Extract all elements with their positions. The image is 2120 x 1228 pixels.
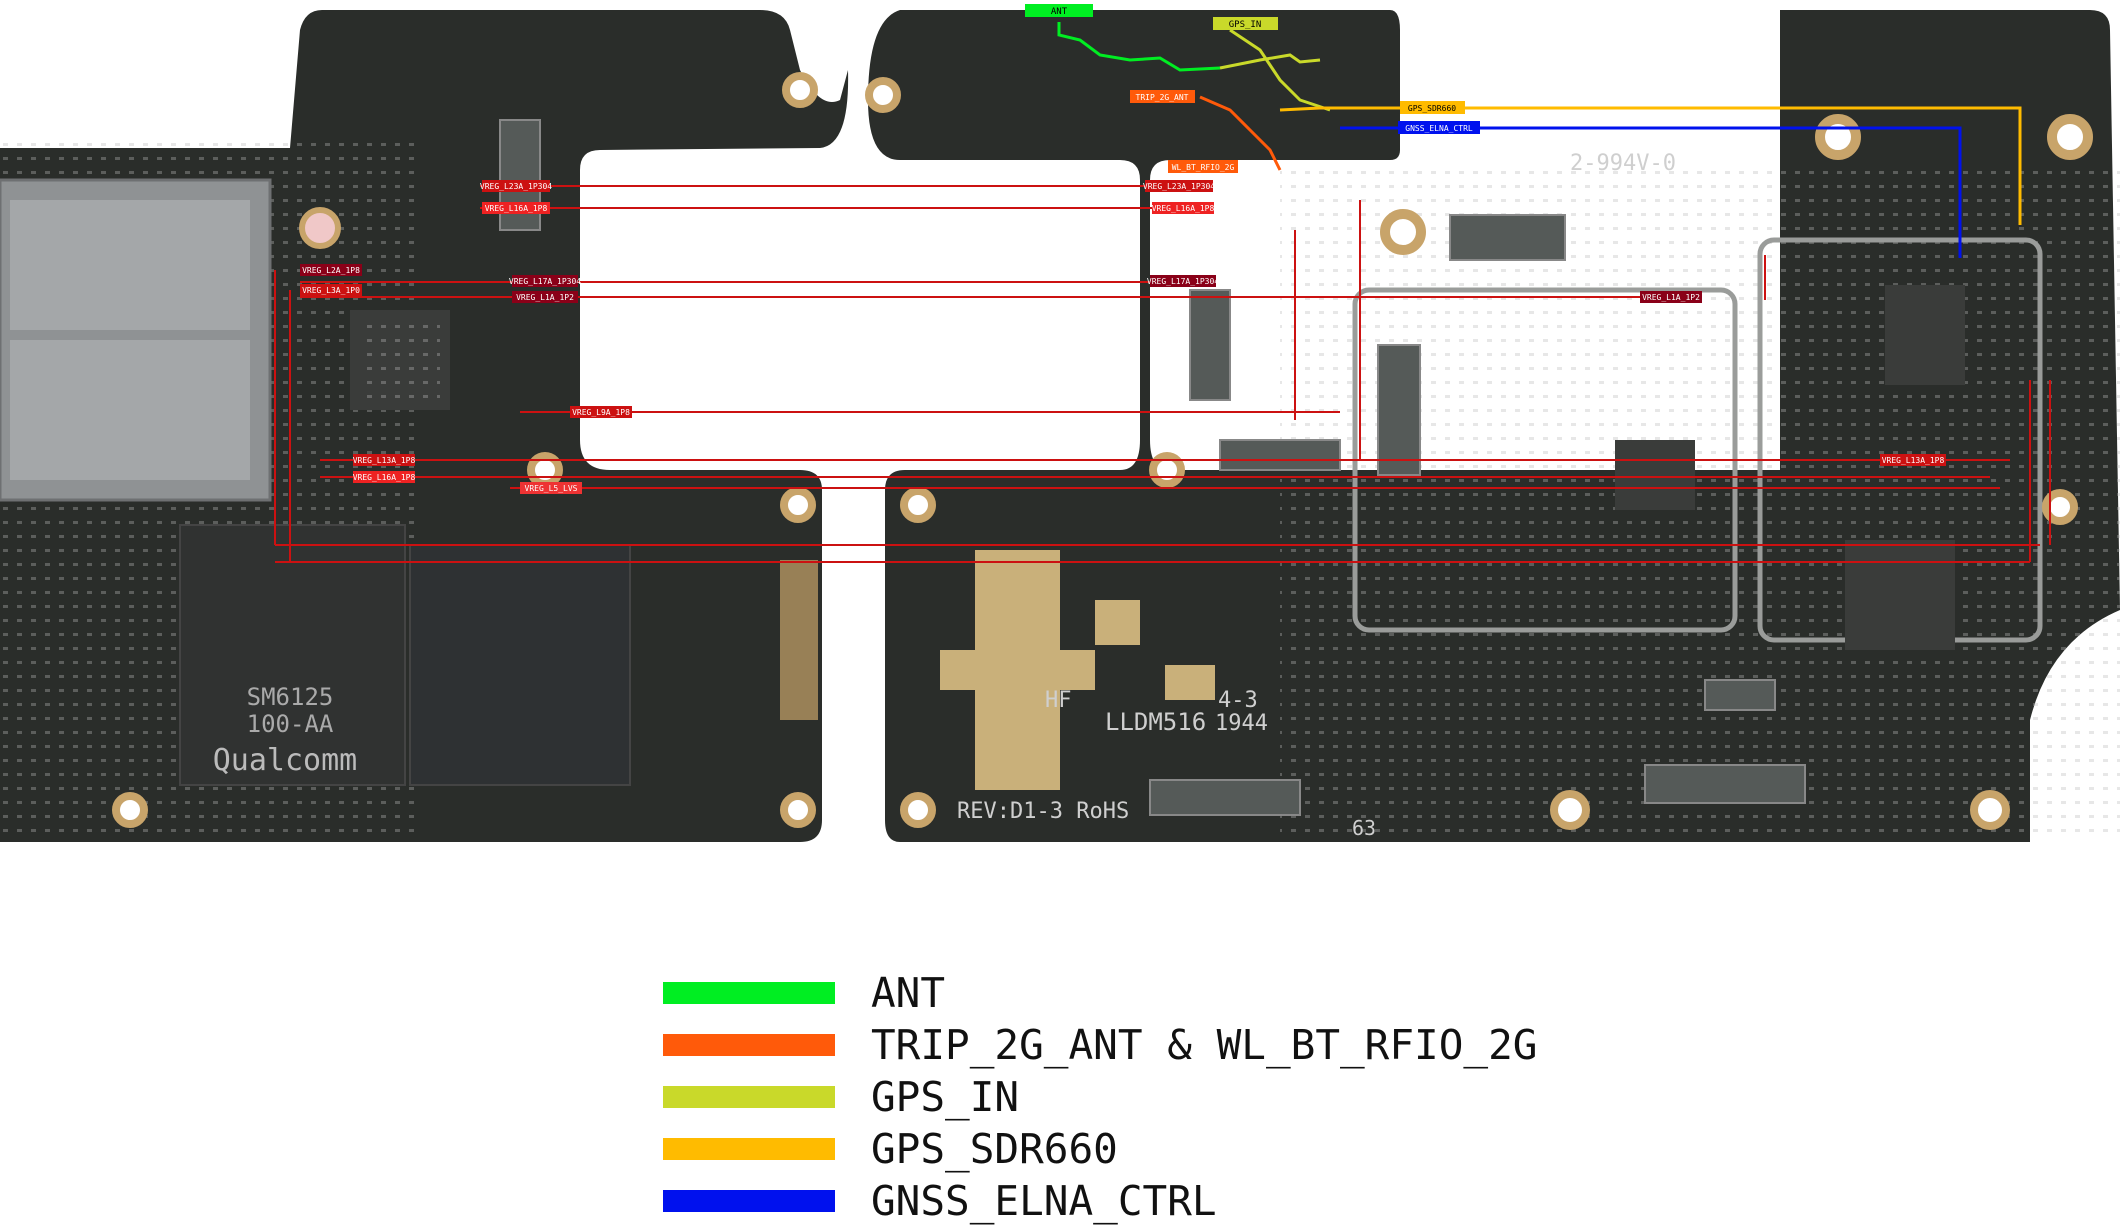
tag-vreg-l17a-right: VREG_L17A_1P304 xyxy=(1147,277,1219,286)
tag-vreg-l5-left: VREG_L5_LVS xyxy=(525,484,578,493)
legend-item-ant: ANT xyxy=(663,968,1663,1020)
net-legend: ANT TRIP_2G_ANT & WL_BT_RFIO_2G GPS_IN G… xyxy=(663,968,1663,1228)
tag-trip-2g-ant: TRIP_2G_ANT xyxy=(1136,93,1189,102)
legend-label: ANT xyxy=(871,969,946,1017)
legend-swatch xyxy=(663,1034,835,1056)
legend-label: TRIP_2G_ANT & WL_BT_RFIO_2G xyxy=(871,1021,1538,1069)
tag-vreg-l1a-left: VREG_L1A_1P2 xyxy=(516,293,574,302)
tag-vreg-l1a-right: VREG_L1A_1P2 xyxy=(1642,293,1700,302)
vreg-traces xyxy=(274,185,2051,563)
tag-vreg-l23a-left: VREG_L23A_1P304 xyxy=(480,182,552,191)
brand-label: Qualcomm xyxy=(213,743,358,778)
tag-vreg-l13a-right: VREG_L13A_1P8 xyxy=(1882,456,1945,465)
tag-vreg-l17a-left: VREG_L17A_1P304 xyxy=(509,277,581,286)
legend-swatch xyxy=(663,1190,835,1212)
tag-vreg-l16a-left: VREG_L16A_1P8 xyxy=(485,204,548,213)
gps-chip xyxy=(1885,285,1965,385)
legend-item-gnss-elna-ctrl: GNSS_ELNA_CTRL xyxy=(663,1176,1663,1228)
legend-swatch xyxy=(663,1138,835,1160)
silk-page: 63 xyxy=(1352,816,1376,840)
tag-ant: ANT xyxy=(1051,7,1068,17)
tag-vreg-l3a-left: VREG_L3A_1P0 xyxy=(302,286,360,295)
tag-gps-in: GPS_IN xyxy=(1229,20,1262,30)
tag-vreg-l9a-left: VREG_L9A_1P8 xyxy=(572,408,630,417)
legend-label: GPS_IN xyxy=(871,1073,1020,1121)
silk-43: 4-3 xyxy=(1218,688,1258,713)
legend-swatch xyxy=(663,1086,835,1108)
silk-board-id: 2-994V-0 xyxy=(1570,151,1676,176)
soc-chip xyxy=(179,524,406,786)
tag-gps-sdr660: GPS_SDR660 xyxy=(1408,104,1456,113)
tag-gnss-elna-ctrl: GNSS_ELNA_CTRL xyxy=(1405,124,1473,133)
legend-item-gps-sdr660: GPS_SDR660 xyxy=(663,1124,1663,1176)
left-board: SM6125 100-AA Qualcomm xyxy=(0,10,849,842)
soc-rev-label: 100-AA xyxy=(247,710,334,738)
tag-vreg-l23a-right: VREG_L23A_1P304 xyxy=(1143,182,1215,191)
silk-date: 1944 xyxy=(1215,711,1268,736)
soc-label: SM6125 xyxy=(247,683,334,711)
tag-vreg-l13a-left: VREG_L13A_1P8 xyxy=(353,456,416,465)
legend-swatch xyxy=(663,982,835,1004)
silk-model: LLDM516 xyxy=(1105,708,1206,736)
rf-chip xyxy=(1845,540,1955,650)
legend-item-gps-in: GPS_IN xyxy=(663,1072,1663,1124)
tag-vreg-l2a-left: VREG_L2A_1P8 xyxy=(302,266,360,275)
memory-chip xyxy=(409,544,631,786)
rf-traces xyxy=(1057,22,2022,258)
legend-label: GNSS_ELNA_CTRL xyxy=(871,1177,1217,1225)
right-board: HF 4-3 LLDM516 1944 REV:D1-3 RoHS 2-994V… xyxy=(865,10,2120,842)
vreg-net-labels: VREG_L23A_1P304 VREG_L16A_1P8 VREG_L2A_1… xyxy=(300,180,1946,494)
rf-net-labels: ANT GPS_IN TRIP_2G_ANT WL_BT_RFIO_2G GPS… xyxy=(1025,4,1480,173)
silk-hf: HF xyxy=(1045,688,1072,713)
legend-label: GPS_SDR660 xyxy=(871,1125,1118,1173)
silk-rev: REV:D1-3 RoHS xyxy=(957,799,1129,824)
tag-vreg-l16a-right: VREG_L16A_1P8 xyxy=(1152,204,1215,213)
legend-item-trip-2g-ant: TRIP_2G_ANT & WL_BT_RFIO_2G xyxy=(663,1020,1663,1072)
pcb-schematic-board: SM6125 100-AA Qualcomm xyxy=(0,4,2120,842)
transceiver-chip xyxy=(1615,440,1695,510)
tag-vreg-l16a-left2: VREG_L16A_1P8 xyxy=(353,473,416,482)
tag-wl-bt-rfio-2g: WL_BT_RFIO_2G xyxy=(1172,163,1235,172)
